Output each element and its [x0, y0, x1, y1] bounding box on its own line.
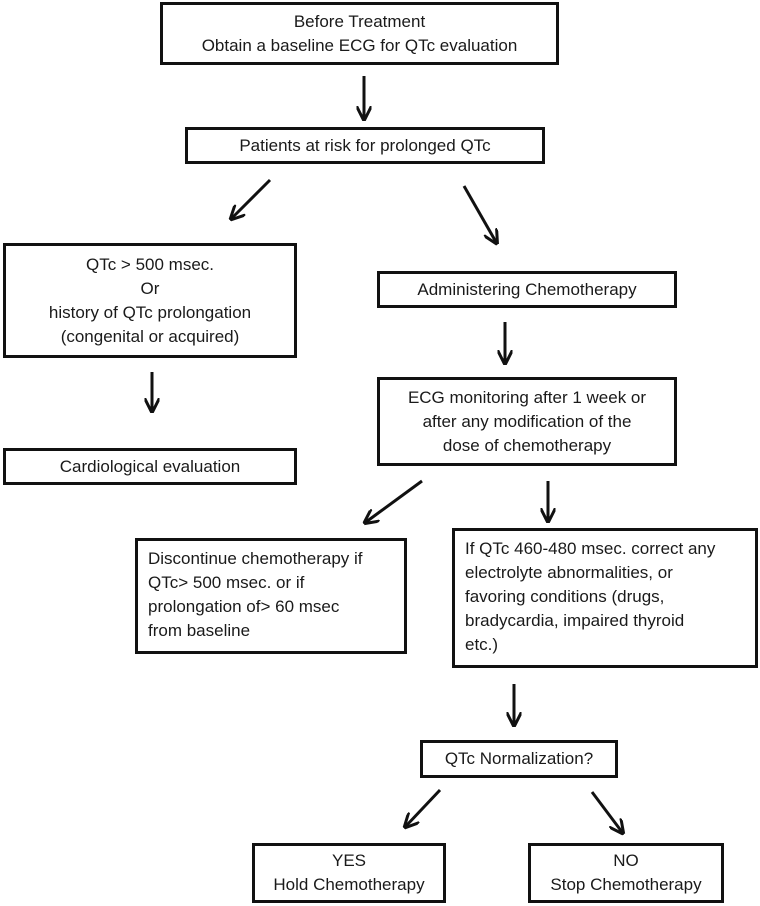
- box-line: history of QTc prolongation: [48, 302, 252, 322]
- box-line: Patients at risk for prolonged QTc: [239, 135, 491, 155]
- box-line: from baseline: [148, 621, 251, 640]
- box-line: favoring conditions (drugs,: [465, 587, 665, 606]
- box-line: Hold Chemotherapy: [273, 875, 425, 894]
- box-line: Cardiological evaluation: [59, 456, 241, 476]
- box-line: Before Treatment: [293, 11, 426, 31]
- box-line: after any modification of the: [422, 411, 632, 431]
- box-line: QTc> 500 msec. or if: [148, 573, 305, 592]
- arrow-normalization-to-no: [590, 791, 622, 832]
- cardiological-evaluation-box: Cardiological evaluation: [3, 448, 297, 485]
- arrow-ecg-to-discontinue: [366, 479, 423, 522]
- box-line: electrolyte abnormalities, or: [465, 563, 673, 582]
- yes-hold-box: YES Hold Chemotherapy: [252, 843, 446, 903]
- ecg-monitoring-box: ECG monitoring after 1 week or after any…: [377, 377, 677, 466]
- box-line: Obtain a baseline ECG for QTc evaluation: [201, 35, 518, 55]
- box-line: dose of chemotherapy: [442, 435, 612, 455]
- arrow-risk-to-qtc500: [232, 178, 272, 218]
- discontinue-chemotherapy-box: Discontinue chemotherapy if QTc> 500 mse…: [135, 538, 407, 654]
- box-line: prolongation of> 60 msec: [148, 597, 340, 616]
- box-line: etc.): [465, 635, 499, 654]
- arrow-normalization-to-yes: [406, 788, 442, 826]
- arrow-risk-to-administering: [462, 185, 496, 242]
- qtc-normalization-box: QTc Normalization?: [420, 740, 618, 778]
- box-line: QTc > 500 msec.: [85, 254, 215, 274]
- box-line: NO: [613, 851, 639, 870]
- box-line: Administering Chemotherapy: [417, 279, 637, 299]
- box-line: YES: [331, 851, 367, 870]
- box-line: If QTc 460-480 msec. correct any: [465, 539, 716, 558]
- administering-chemotherapy-box: Administering Chemotherapy: [377, 271, 677, 308]
- before-treatment-box: Before Treatment Obtain a baseline ECG f…: [160, 2, 559, 65]
- box-line: QTc Normalization?: [444, 749, 594, 768]
- box-line: Stop Chemotherapy: [550, 875, 702, 894]
- box-line: ECG monitoring after 1 week or: [407, 387, 647, 407]
- box-line: (congenital or acquired): [60, 326, 240, 346]
- qtc-460-480-box: If QTc 460-480 msec. correct any electro…: [452, 528, 758, 668]
- patients-at-risk-box: Patients at risk for prolonged QTc: [185, 127, 545, 164]
- no-stop-box: NO Stop Chemotherapy: [528, 843, 724, 903]
- box-line: Or: [140, 278, 160, 298]
- box-line: bradycardia, impaired thyroid: [465, 611, 685, 630]
- qtc-over-500-box: QTc > 500 msec. Or history of QTc prolon…: [3, 243, 297, 358]
- box-line: Discontinue chemotherapy if: [148, 549, 363, 568]
